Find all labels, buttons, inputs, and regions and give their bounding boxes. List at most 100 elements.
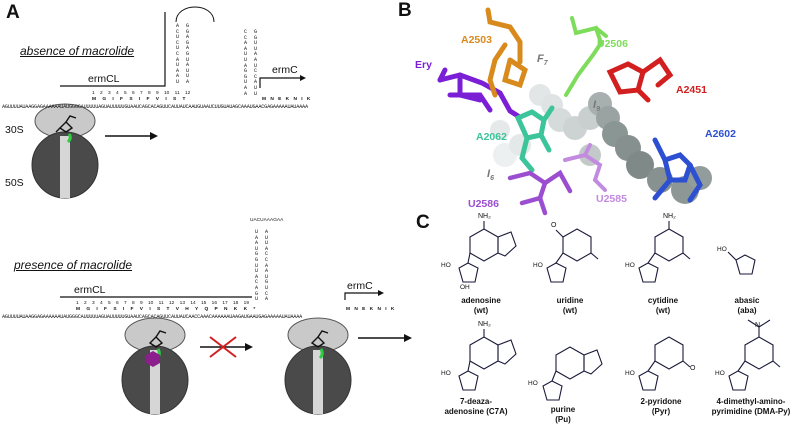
label-30s: 30S bbox=[5, 124, 24, 136]
label-ery: Ery bbox=[415, 59, 432, 71]
blocked-arrow-head bbox=[245, 343, 253, 351]
label-i6: I6 bbox=[487, 168, 494, 182]
label-f7-sub: 7 bbox=[543, 60, 548, 68]
label-i6-main: I bbox=[487, 168, 491, 180]
ho-label-4: HO bbox=[717, 246, 727, 253]
uridine-o: O bbox=[551, 222, 557, 229]
codon-numbers-top: 1 2 3 4 5 6 7 8 9 10 11 12 bbox=[92, 91, 191, 96]
oh-label-1: OH bbox=[460, 284, 470, 291]
label-a2602: A2602 bbox=[705, 128, 736, 140]
exit-tunnel-bottom bbox=[150, 350, 160, 414]
deaza-name: 7-deaza- bbox=[459, 397, 492, 406]
ho-label-7: HO bbox=[625, 370, 635, 377]
compound-name-purine: purine (Pu) bbox=[528, 405, 598, 424]
ermc-top-arrow bbox=[259, 77, 300, 88]
dmapy-name2: pyrimidine (DMA-Py) bbox=[711, 406, 791, 416]
hairpin2-right-stack: G G U U A A U C C A U U bbox=[254, 29, 258, 97]
purine-name: purine bbox=[550, 405, 576, 414]
ermcl-top-line bbox=[60, 12, 166, 87]
ho-label-3: HO bbox=[625, 262, 635, 269]
exit-tunnel-bottom-2 bbox=[313, 350, 323, 414]
ermcl-top-label: ermCL bbox=[88, 73, 120, 85]
label-a2062: A2062 bbox=[476, 131, 507, 143]
absence-condition: absence of macrolide bbox=[20, 44, 135, 58]
hairpin2-left-stack: C C A A U U A G G U A A bbox=[244, 29, 248, 97]
deaza-name2: adenosine (C7A) bbox=[444, 406, 508, 416]
mrna-sequence-top: AGUUUUAUAAGGAGAAAAAAUAUGGGCAUUUUUAGUAUUU… bbox=[2, 104, 308, 110]
purine-abbr: (Pu) bbox=[555, 414, 571, 424]
compound-name-adenosine: adenosine (wt) bbox=[446, 296, 516, 315]
ermc-top-label: ermC bbox=[272, 64, 298, 76]
ermc-bottom-arrowhead bbox=[378, 290, 384, 296]
structure-adenosine bbox=[458, 221, 517, 283]
cytidine-name: cytidine bbox=[647, 296, 679, 305]
label-f7: F7 bbox=[537, 53, 548, 67]
deaza-nh2: NH₂ bbox=[478, 321, 491, 328]
label-u2585: U2585 bbox=[596, 193, 627, 205]
compound-name-7-deaza: 7-deaza- adenosine (C7A) bbox=[436, 397, 516, 416]
ermc-bottom-arrow bbox=[344, 292, 378, 300]
u2506-molecule bbox=[564, 16, 608, 97]
a2503-molecule bbox=[485, 7, 528, 98]
pyridone-o: O bbox=[690, 365, 696, 372]
peptide-bottom-2 bbox=[318, 348, 324, 360]
dmapy-name: 4-dimethyl-amino- bbox=[716, 397, 786, 406]
hairpin1-loop bbox=[175, 6, 215, 23]
label-u2506: U2506 bbox=[597, 38, 628, 50]
codon-numbers-bottom: 1 2 3 4 5 6 7 8 9 10 11 12 13 14 15 16 1… bbox=[76, 301, 249, 306]
abasic-name: abasic bbox=[734, 296, 760, 305]
abasic-abbr: (aba) bbox=[737, 305, 757, 315]
u2585-molecule bbox=[563, 143, 607, 192]
a2602-molecule bbox=[652, 137, 703, 203]
exit-tunnel-top bbox=[60, 136, 70, 198]
dmapy-n: N bbox=[755, 322, 761, 329]
hairpin1-right-stack: G G A G A G U A U U A bbox=[186, 23, 190, 85]
drug-glyph-bottom-2 bbox=[310, 330, 329, 348]
compound-name-2-pyridone: 2-pyridone (Pyr) bbox=[626, 397, 696, 416]
structure-abasic bbox=[727, 251, 756, 275]
label-i9: I9 bbox=[593, 99, 600, 113]
compound-name-abasic: abasic (aba) bbox=[712, 296, 782, 315]
uridine-name: uridine bbox=[556, 296, 584, 305]
peptide-top bbox=[66, 133, 72, 144]
hairpin3-loop-seq: UACUAAAGAA bbox=[250, 218, 284, 223]
adenosine-abbr: (wt) bbox=[473, 305, 489, 315]
label-i6-sub: 6 bbox=[490, 175, 494, 183]
pyridone-name: 2-pyridone bbox=[640, 397, 682, 406]
mrna-sequence-bottom: AGUUUUAUAAGGAGAAAAAAUAUGGGCAUUUUUAGUAUUU… bbox=[2, 314, 303, 320]
ermc-bottom-label: ermC bbox=[347, 280, 373, 292]
pyridone-abbr: (Pyr) bbox=[651, 406, 671, 416]
u2586-molecule bbox=[507, 169, 573, 216]
codon-letters-top: M G I F S I F V I S T bbox=[92, 97, 186, 102]
hairpin1-left-stack: A C U C U C A U A A U bbox=[176, 23, 180, 85]
structure-7-deaza-adenosine bbox=[458, 329, 517, 391]
cytidine-abbr: (wt) bbox=[655, 305, 671, 315]
compound-name-dma-py: 4-dimethyl-amino- pyrimidine (DMA-Py) bbox=[706, 397, 796, 416]
drug-glyph-top bbox=[55, 115, 77, 133]
label-i9-sub: 9 bbox=[596, 106, 600, 114]
label-a2451: A2451 bbox=[676, 84, 707, 96]
arrow-to-panel-c-head bbox=[404, 334, 412, 342]
ermc-codons-bottom: M N E K N I K bbox=[346, 307, 395, 312]
compound-name-uridine: uridine (wt) bbox=[535, 296, 605, 315]
ermcl-bottom-label: ermCL bbox=[74, 284, 106, 296]
ho-label-5: HO bbox=[441, 370, 451, 377]
panel-label-a: A bbox=[6, 2, 20, 23]
label-a2503: A2503 bbox=[461, 34, 492, 46]
panel-label-b: B bbox=[398, 0, 412, 21]
hairpin3-right-stack: A U U A C C A A U G U C A bbox=[265, 229, 269, 303]
hairpin3-left-stack: U A A U G G U U A C A G U bbox=[255, 229, 259, 303]
ho-label-6: HO bbox=[528, 380, 538, 387]
codon-letters-bottom: M G I F S I F V I S T V H Y Q P N K K * bbox=[76, 307, 256, 312]
adenosine-nh2: NH₂ bbox=[478, 213, 491, 220]
adenosine-name: adenosine bbox=[461, 296, 501, 305]
structure-dma-py bbox=[728, 319, 781, 391]
label-i9-main: I bbox=[593, 99, 597, 111]
a2062-molecule bbox=[514, 105, 555, 173]
macrolide-hexagon bbox=[146, 351, 160, 367]
label-f7-main: F bbox=[537, 53, 544, 65]
a2451-molecule bbox=[606, 56, 674, 103]
